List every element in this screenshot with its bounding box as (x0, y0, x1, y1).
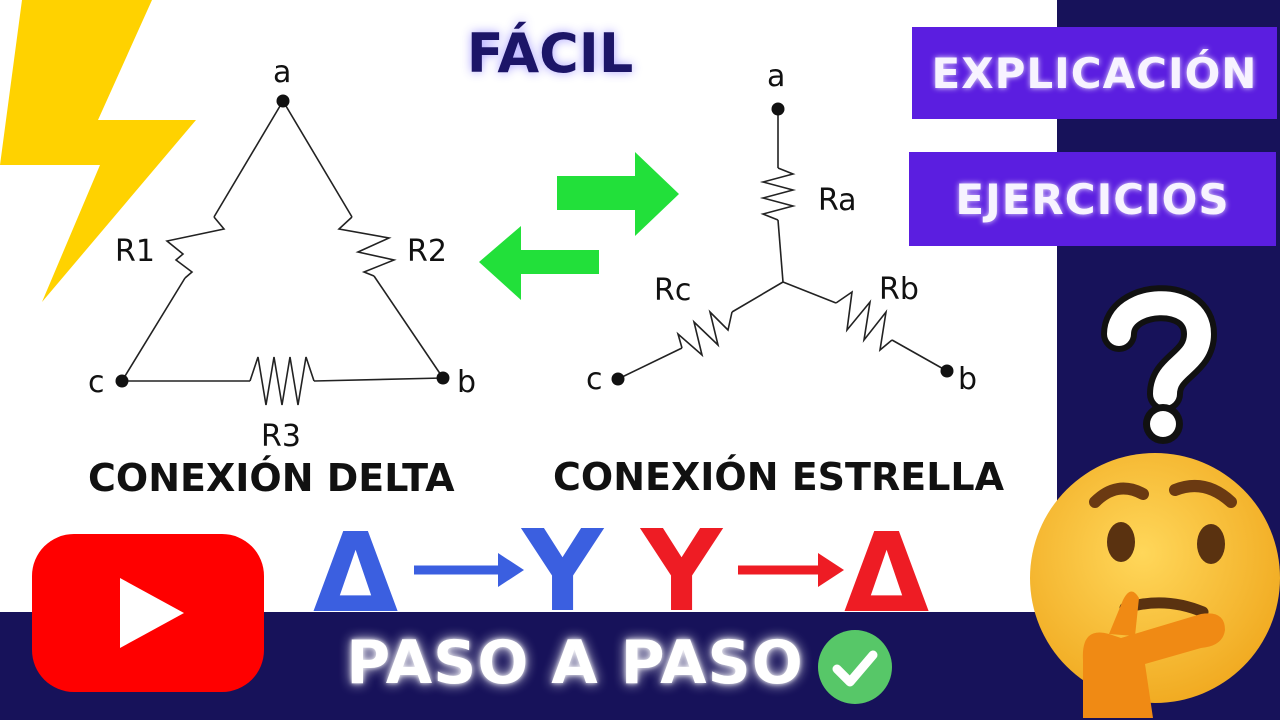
label-star-b: b (958, 362, 977, 397)
label-r3: R3 (261, 419, 301, 454)
delta-caption: CONEXIÓN DELTA (88, 456, 455, 500)
node-c (115, 374, 129, 388)
star-diagram: a b c Ra Rb Rc (586, 59, 977, 397)
label-rc: Rc (654, 273, 691, 308)
delta-diagram: a b c R1 R2 R3 (88, 55, 476, 454)
label-b: b (457, 365, 476, 400)
label-star-c: c (586, 362, 603, 397)
node-star-c (611, 372, 625, 386)
delta-symbol-red: Δ (844, 515, 929, 615)
check-icon (818, 630, 892, 704)
label-ra: Ra (818, 183, 857, 218)
youtube-icon (32, 534, 264, 692)
label-a: a (273, 55, 291, 90)
label-r2: R2 (407, 234, 447, 269)
resistor-ra (759, 167, 797, 221)
label-rb: Rb (879, 272, 919, 307)
label-star-a: a (767, 59, 785, 94)
arrow-red (738, 553, 844, 587)
star-caption: CONEXIÓN ESTRELLA (553, 455, 1005, 499)
swap-arrows-icon (479, 152, 679, 300)
node-b (436, 371, 450, 385)
resistor-r2 (337, 216, 397, 277)
label-c: c (88, 365, 105, 400)
wye-symbol-red: Y (639, 515, 724, 615)
ejercicios-tag: EJERCICIOS (909, 152, 1276, 246)
explicacion-tag: EXPLICACIÓN (912, 27, 1277, 119)
arrow-blue (414, 553, 524, 587)
node-star-b (940, 364, 954, 378)
label-r1: R1 (115, 234, 155, 269)
question-mark-icon (1101, 285, 1218, 444)
lightning-icon (0, 0, 196, 302)
delta-symbol-blue: Δ (313, 515, 398, 615)
footer-label: PASO A PASO (346, 628, 804, 698)
node-star-a (771, 102, 785, 116)
page-title: FÁCIL (466, 22, 634, 85)
wye-symbol-blue: Y (520, 515, 605, 615)
resistor-rb (835, 290, 893, 352)
node-a (276, 94, 290, 108)
resistor-r1 (165, 216, 226, 279)
thinking-face-icon (1030, 453, 1280, 718)
conversion-row: Δ Y Y Δ (313, 515, 929, 615)
resistor-rc (676, 309, 733, 358)
resistor-r3 (249, 356, 315, 406)
